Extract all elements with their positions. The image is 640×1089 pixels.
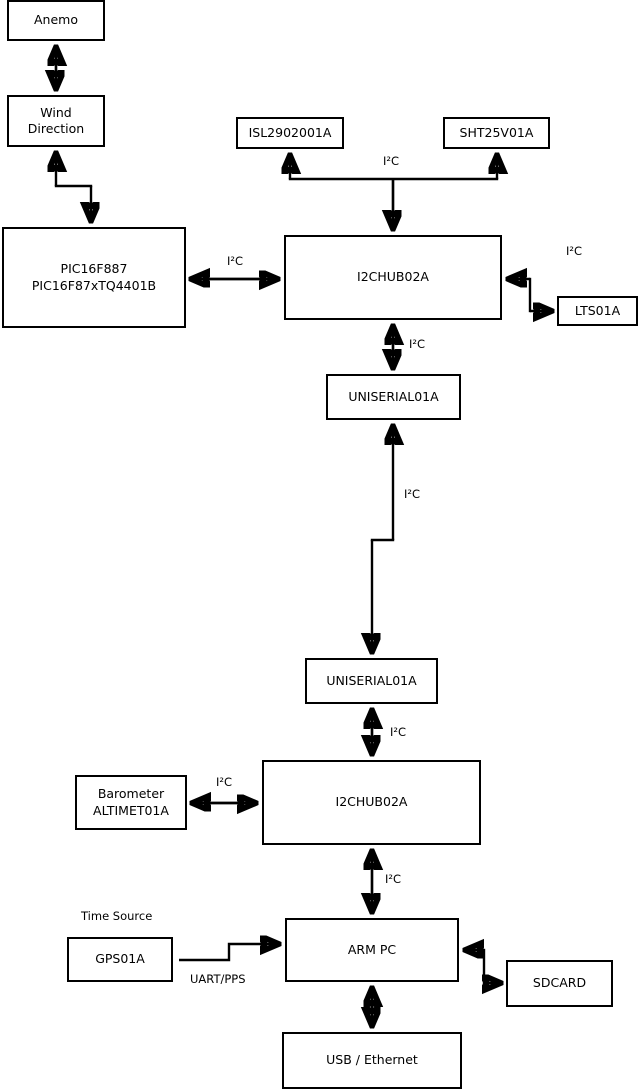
node-i2chub02a-top[interactable]: I2CHUB02A (284, 235, 502, 320)
label-time-source: Time Source (81, 909, 153, 923)
node-sht25v01a[interactable]: SHT25V01A (443, 117, 550, 149)
node-lts01a[interactable]: LTS01A (557, 296, 638, 326)
node-uniserial01a-top[interactable]: UNISERIAL01A (326, 374, 461, 420)
edge-label-i2c-hub-uniserial: I²C (409, 337, 426, 351)
node-pic-microcontroller[interactable]: PIC16F887 PIC16F87xTQ4401B (2, 227, 186, 328)
edge-label-uart-pps: UART/PPS (190, 972, 246, 986)
node-i2chub02a-bottom[interactable]: I2CHUB02A (262, 760, 481, 845)
wire-gps-armpc (179, 944, 278, 962)
edge-label-i2c-hub-lts: I²C (566, 244, 583, 258)
edge-label-i2c-barometer-hub2: I²C (216, 775, 233, 789)
node-wind-direction[interactable]: Wind Direction (7, 95, 105, 147)
node-gps01a[interactable]: GPS01A (67, 937, 173, 982)
node-arm-pc[interactable]: ARM PC (285, 918, 459, 982)
node-usb-ethernet[interactable]: USB / Ethernet (282, 1032, 462, 1089)
node-sdcard[interactable]: SDCARD (506, 960, 613, 1007)
edge-label-i2c-hub2-armpc: I²C (385, 872, 402, 886)
node-anemo[interactable]: Anemo (7, 0, 105, 41)
node-barometer-altimet01a[interactable]: Barometer ALTIMET01A (75, 775, 187, 830)
edge-label-i2c-uniserial-link: I²C (404, 487, 421, 501)
edge-label-i2c-uniserial-hub2: I²C (390, 725, 407, 739)
node-isl2902001a[interactable]: ISL2902001A (236, 117, 344, 149)
node-uniserial01a-bottom[interactable]: UNISERIAL01A (305, 658, 438, 704)
edge-label-i2c-sensor-bus: I²C (383, 154, 400, 168)
edge-label-i2c-pic-hub: I²C (227, 254, 244, 268)
